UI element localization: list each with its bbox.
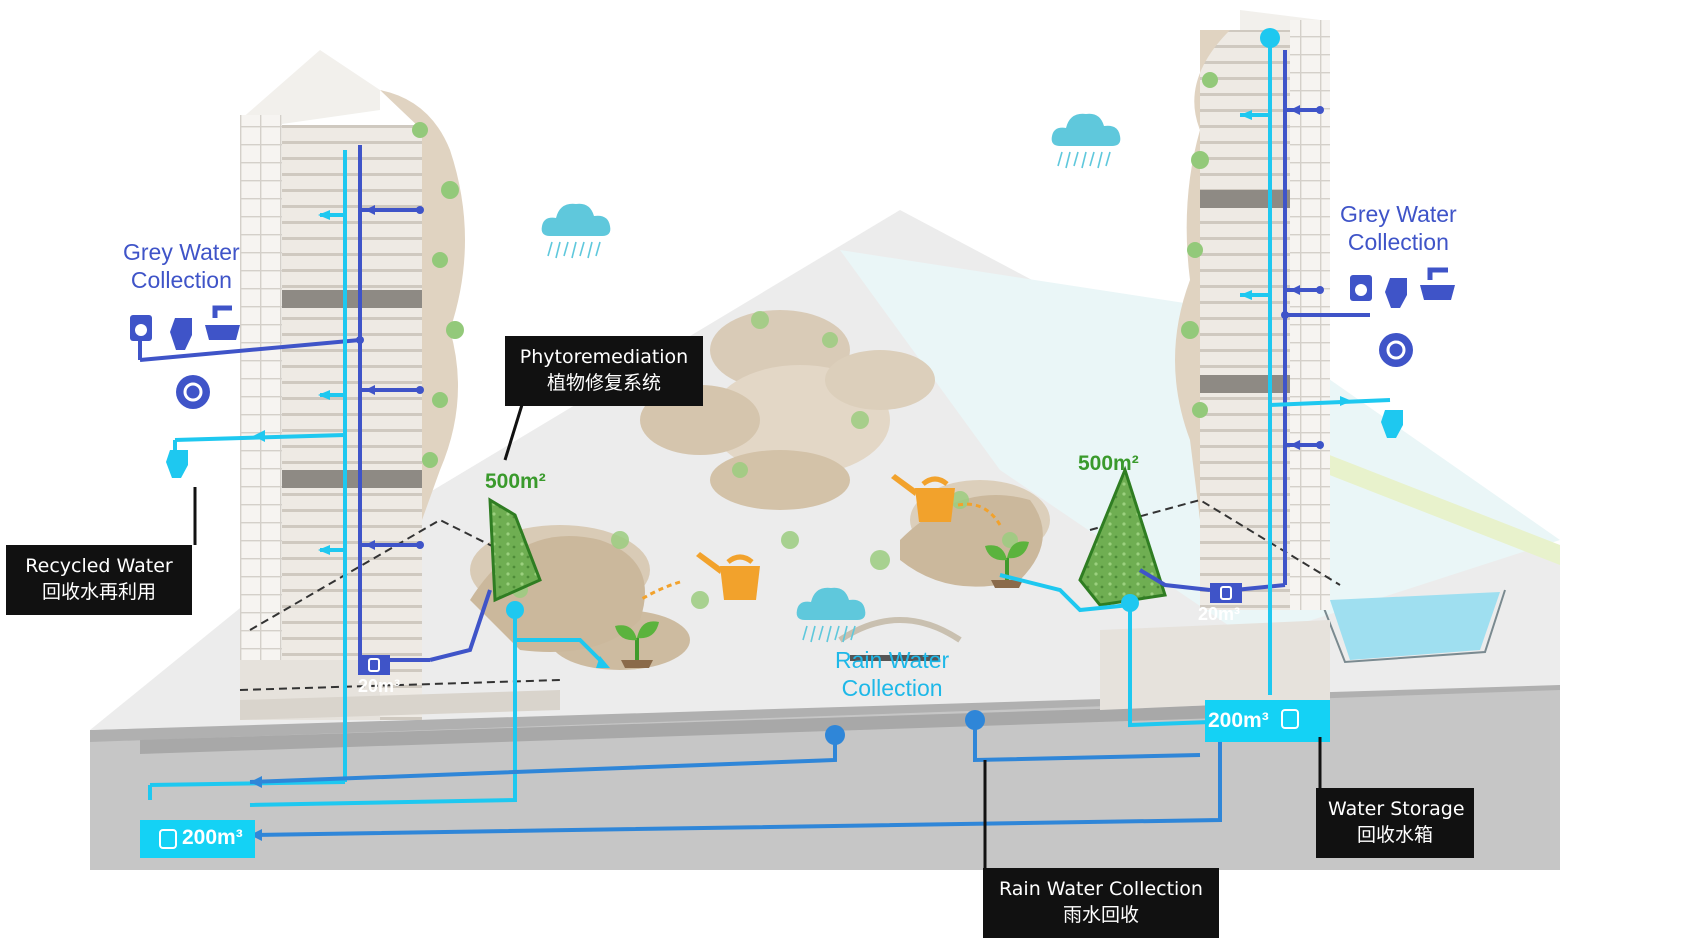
tank-big-left-label: 200m³ <box>182 826 243 849</box>
faucet-icon <box>212 305 232 318</box>
rain-water-collection-callout: Rain Water Collection 雨水回收 <box>983 868 1219 938</box>
toilet-icon <box>1385 278 1407 308</box>
water-tank-icon <box>1210 583 1242 603</box>
phytoremediation-title: Phytoremediation <box>519 346 689 368</box>
tank-big-right-label: 200m³ <box>1208 709 1269 732</box>
tank-small-left-label: 20m³ <box>358 676 401 696</box>
area-label-right: 500m² <box>1078 452 1139 475</box>
grey-water-label-left: Grey Water Collection <box>123 239 240 293</box>
pipe-node-icon <box>965 710 985 730</box>
pipe-node-icon <box>506 601 524 619</box>
toilet-icon <box>170 318 192 350</box>
phytoremediation-callout: Phytoremediation 植物修复系统 <box>505 336 703 406</box>
cloud-rain-icon <box>1050 112 1122 169</box>
pipe-node-icon <box>1121 594 1139 612</box>
canal-water <box>1330 592 1500 660</box>
pipe-node-icon <box>1260 28 1280 48</box>
water-storage-callout: Water Storage 回收水箱 <box>1316 788 1474 858</box>
cloud-rain-icon <box>540 202 612 259</box>
pipe-node-icon <box>825 725 845 745</box>
phytoremediation-bed-left <box>488 497 542 603</box>
recycle-icon <box>1379 333 1413 367</box>
recycled-water-subtitle: 回收水再利用 <box>41 581 156 603</box>
toilet-icon <box>1381 410 1403 438</box>
appliance-icons-right <box>1350 267 1455 367</box>
recycled-water-title: Recycled Water <box>25 555 173 577</box>
rain-water-label: Rain Water Collection <box>835 647 950 701</box>
appliance-icons-left <box>130 305 240 409</box>
tank-small-right-label: 20m³ <box>1198 604 1241 624</box>
water-tank-icon <box>358 655 390 675</box>
rain-water-collection-subtitle: 雨水回收 <box>1062 904 1139 926</box>
phytoremediation-subtitle: 植物修复系统 <box>546 372 661 394</box>
rain-water-collection-title: Rain Water Collection <box>999 878 1203 900</box>
water-storage-title: Water Storage <box>1328 798 1465 820</box>
grey-water-label-right: Grey Water Collection <box>1340 201 1457 255</box>
toilet-icon <box>166 450 188 478</box>
water-storage-subtitle: 回收水箱 <box>1356 824 1433 846</box>
water-tank-icon <box>1205 700 1330 742</box>
right-tower <box>1100 10 1330 710</box>
recycle-icon <box>176 375 210 409</box>
area-label-left: 500m² <box>485 470 546 493</box>
left-tower <box>240 50 560 720</box>
faucet-icon <box>1427 267 1448 280</box>
recycled-water-callout: Recycled Water 回收水再利用 <box>6 545 192 615</box>
